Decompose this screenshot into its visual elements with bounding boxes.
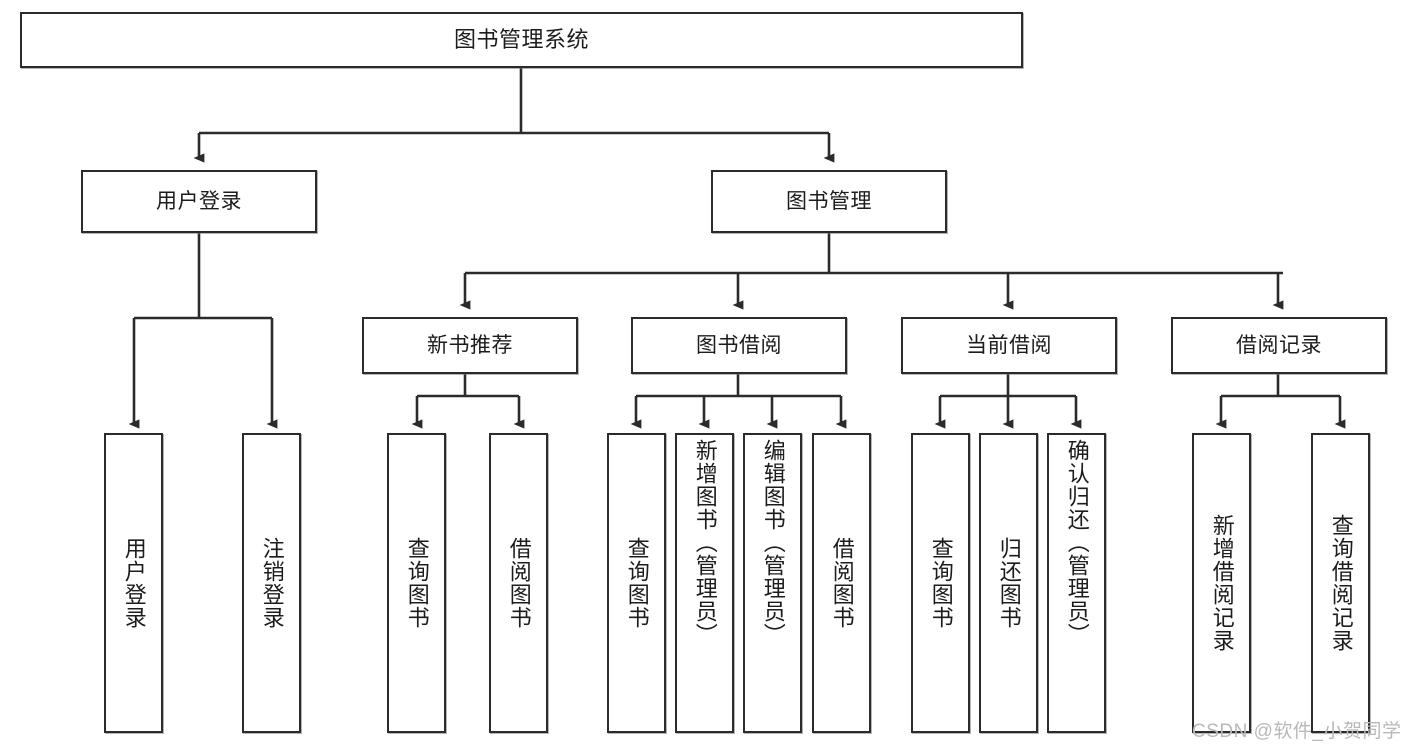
leaf-book-borrow-edit-book-admin[interactable]: 编辑图书（管理员）: [743, 433, 802, 733]
node-label: 借阅图书: [506, 537, 532, 629]
node-book-management[interactable]: 图书管理: [711, 170, 947, 233]
node-label: 借阅记录: [1236, 333, 1322, 357]
leaf-book-borrow-borrow-books[interactable]: 借阅图书: [812, 433, 871, 733]
node-label: 借阅图书: [829, 537, 855, 629]
node-label: 注销登录: [259, 537, 285, 629]
node-label: 当前借阅: [966, 333, 1052, 357]
node-label: 确认归还（管理员）: [1064, 439, 1090, 646]
leaf-user-login-login[interactable]: 用户登录: [104, 433, 163, 733]
node-label: 归还图书: [996, 537, 1022, 629]
node-label: 新书推荐: [427, 333, 513, 357]
node-label: 编辑图书（管理员）: [760, 439, 786, 646]
leaf-current-borrow-confirm-return-admin[interactable]: 确认归还（管理员）: [1047, 433, 1106, 733]
node-label: 图书管理系统: [453, 26, 589, 52]
node-root-system[interactable]: 图书管理系统: [20, 12, 1023, 68]
node-label: 用户登录: [156, 189, 242, 213]
node-new-book-recommend[interactable]: 新书推荐: [362, 317, 578, 374]
leaf-current-borrow-query-books[interactable]: 查询图书: [911, 433, 970, 733]
node-book-borrow[interactable]: 图书借阅: [631, 317, 847, 374]
node-label: 查询图书: [624, 537, 650, 629]
leaf-borrow-record-query-record[interactable]: 查询借阅记录: [1311, 433, 1370, 733]
csdn-watermark: CSDN @软件_小贺同学: [1192, 721, 1402, 742]
leaf-book-borrow-add-book-admin[interactable]: 新增图书（管理员）: [675, 433, 734, 733]
leaf-borrow-record-add-record[interactable]: 新增借阅记录: [1192, 433, 1251, 733]
node-label: 查询借阅记录: [1328, 514, 1354, 652]
leaf-book-borrow-query-books[interactable]: 查询图书: [607, 433, 666, 733]
leaf-new-book-query-books[interactable]: 查询图书: [387, 433, 446, 733]
node-label: 查询图书: [404, 537, 430, 629]
leaf-new-book-borrow-books[interactable]: 借阅图书: [489, 433, 548, 733]
node-label: 新增借阅记录: [1209, 514, 1235, 652]
node-label: 图书借阅: [696, 333, 782, 357]
node-label: 图书管理: [786, 189, 872, 213]
node-label: 新增图书（管理员）: [692, 439, 718, 646]
node-user-login[interactable]: 用户登录: [81, 170, 317, 233]
leaf-current-borrow-return-books[interactable]: 归还图书: [979, 433, 1038, 733]
node-current-borrow[interactable]: 当前借阅: [901, 317, 1117, 374]
node-label: 查询图书: [928, 537, 954, 629]
node-borrow-record[interactable]: 借阅记录: [1171, 317, 1387, 374]
node-label: 用户登录: [121, 537, 147, 629]
leaf-user-login-logout[interactable]: 注销登录: [242, 433, 301, 733]
